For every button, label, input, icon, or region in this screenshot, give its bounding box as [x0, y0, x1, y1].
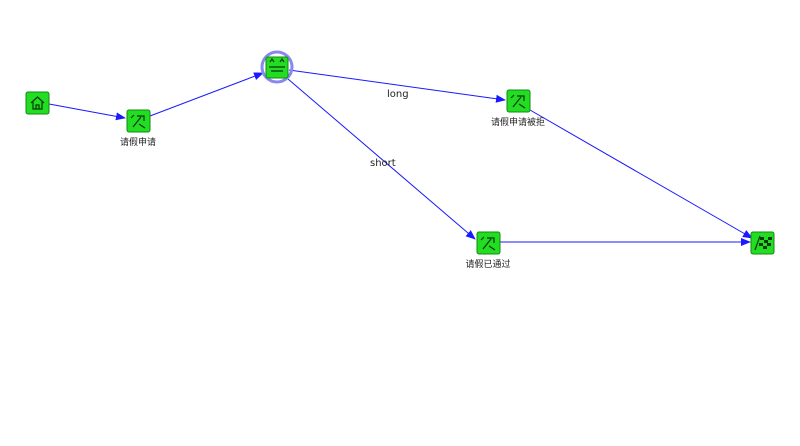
task-icon: [130, 114, 146, 129]
home-icon: [30, 96, 45, 110]
edge-decision-rejected[interactable]: [288, 69, 506, 103]
task-label-approved: 请假已通过: [465, 258, 510, 270]
task-icon: [480, 236, 496, 251]
end-node[interactable]: [750, 231, 775, 255]
task-node-approved[interactable]: 请假已通过: [465, 231, 511, 270]
edge-apply-decision[interactable]: [149, 72, 264, 117]
edge-label-short[interactable]: short: [370, 158, 396, 169]
selection-ring: [260, 50, 294, 84]
edge-decision-approved[interactable]: [287, 78, 476, 240]
gateway-icon: [269, 57, 285, 72]
checkered-flag-icon: [754, 235, 772, 251]
edge-start-apply[interactable]: [48, 103, 126, 121]
task-node-apply[interactable]: 请假申请: [120, 109, 156, 148]
task-label-rejected: 请假申请被拒: [491, 116, 545, 128]
task-node-rejected[interactable]: 请假申请被拒: [491, 89, 545, 128]
edge-rejected-end[interactable]: [529, 109, 753, 239]
edge-label-long[interactable]: long: [387, 89, 409, 100]
decision-node[interactable]: [260, 50, 294, 84]
start-node[interactable]: [25, 91, 50, 115]
edges: [48, 69, 753, 246]
task-icon: [510, 94, 526, 109]
task-label-apply: 请假申请: [120, 136, 156, 148]
